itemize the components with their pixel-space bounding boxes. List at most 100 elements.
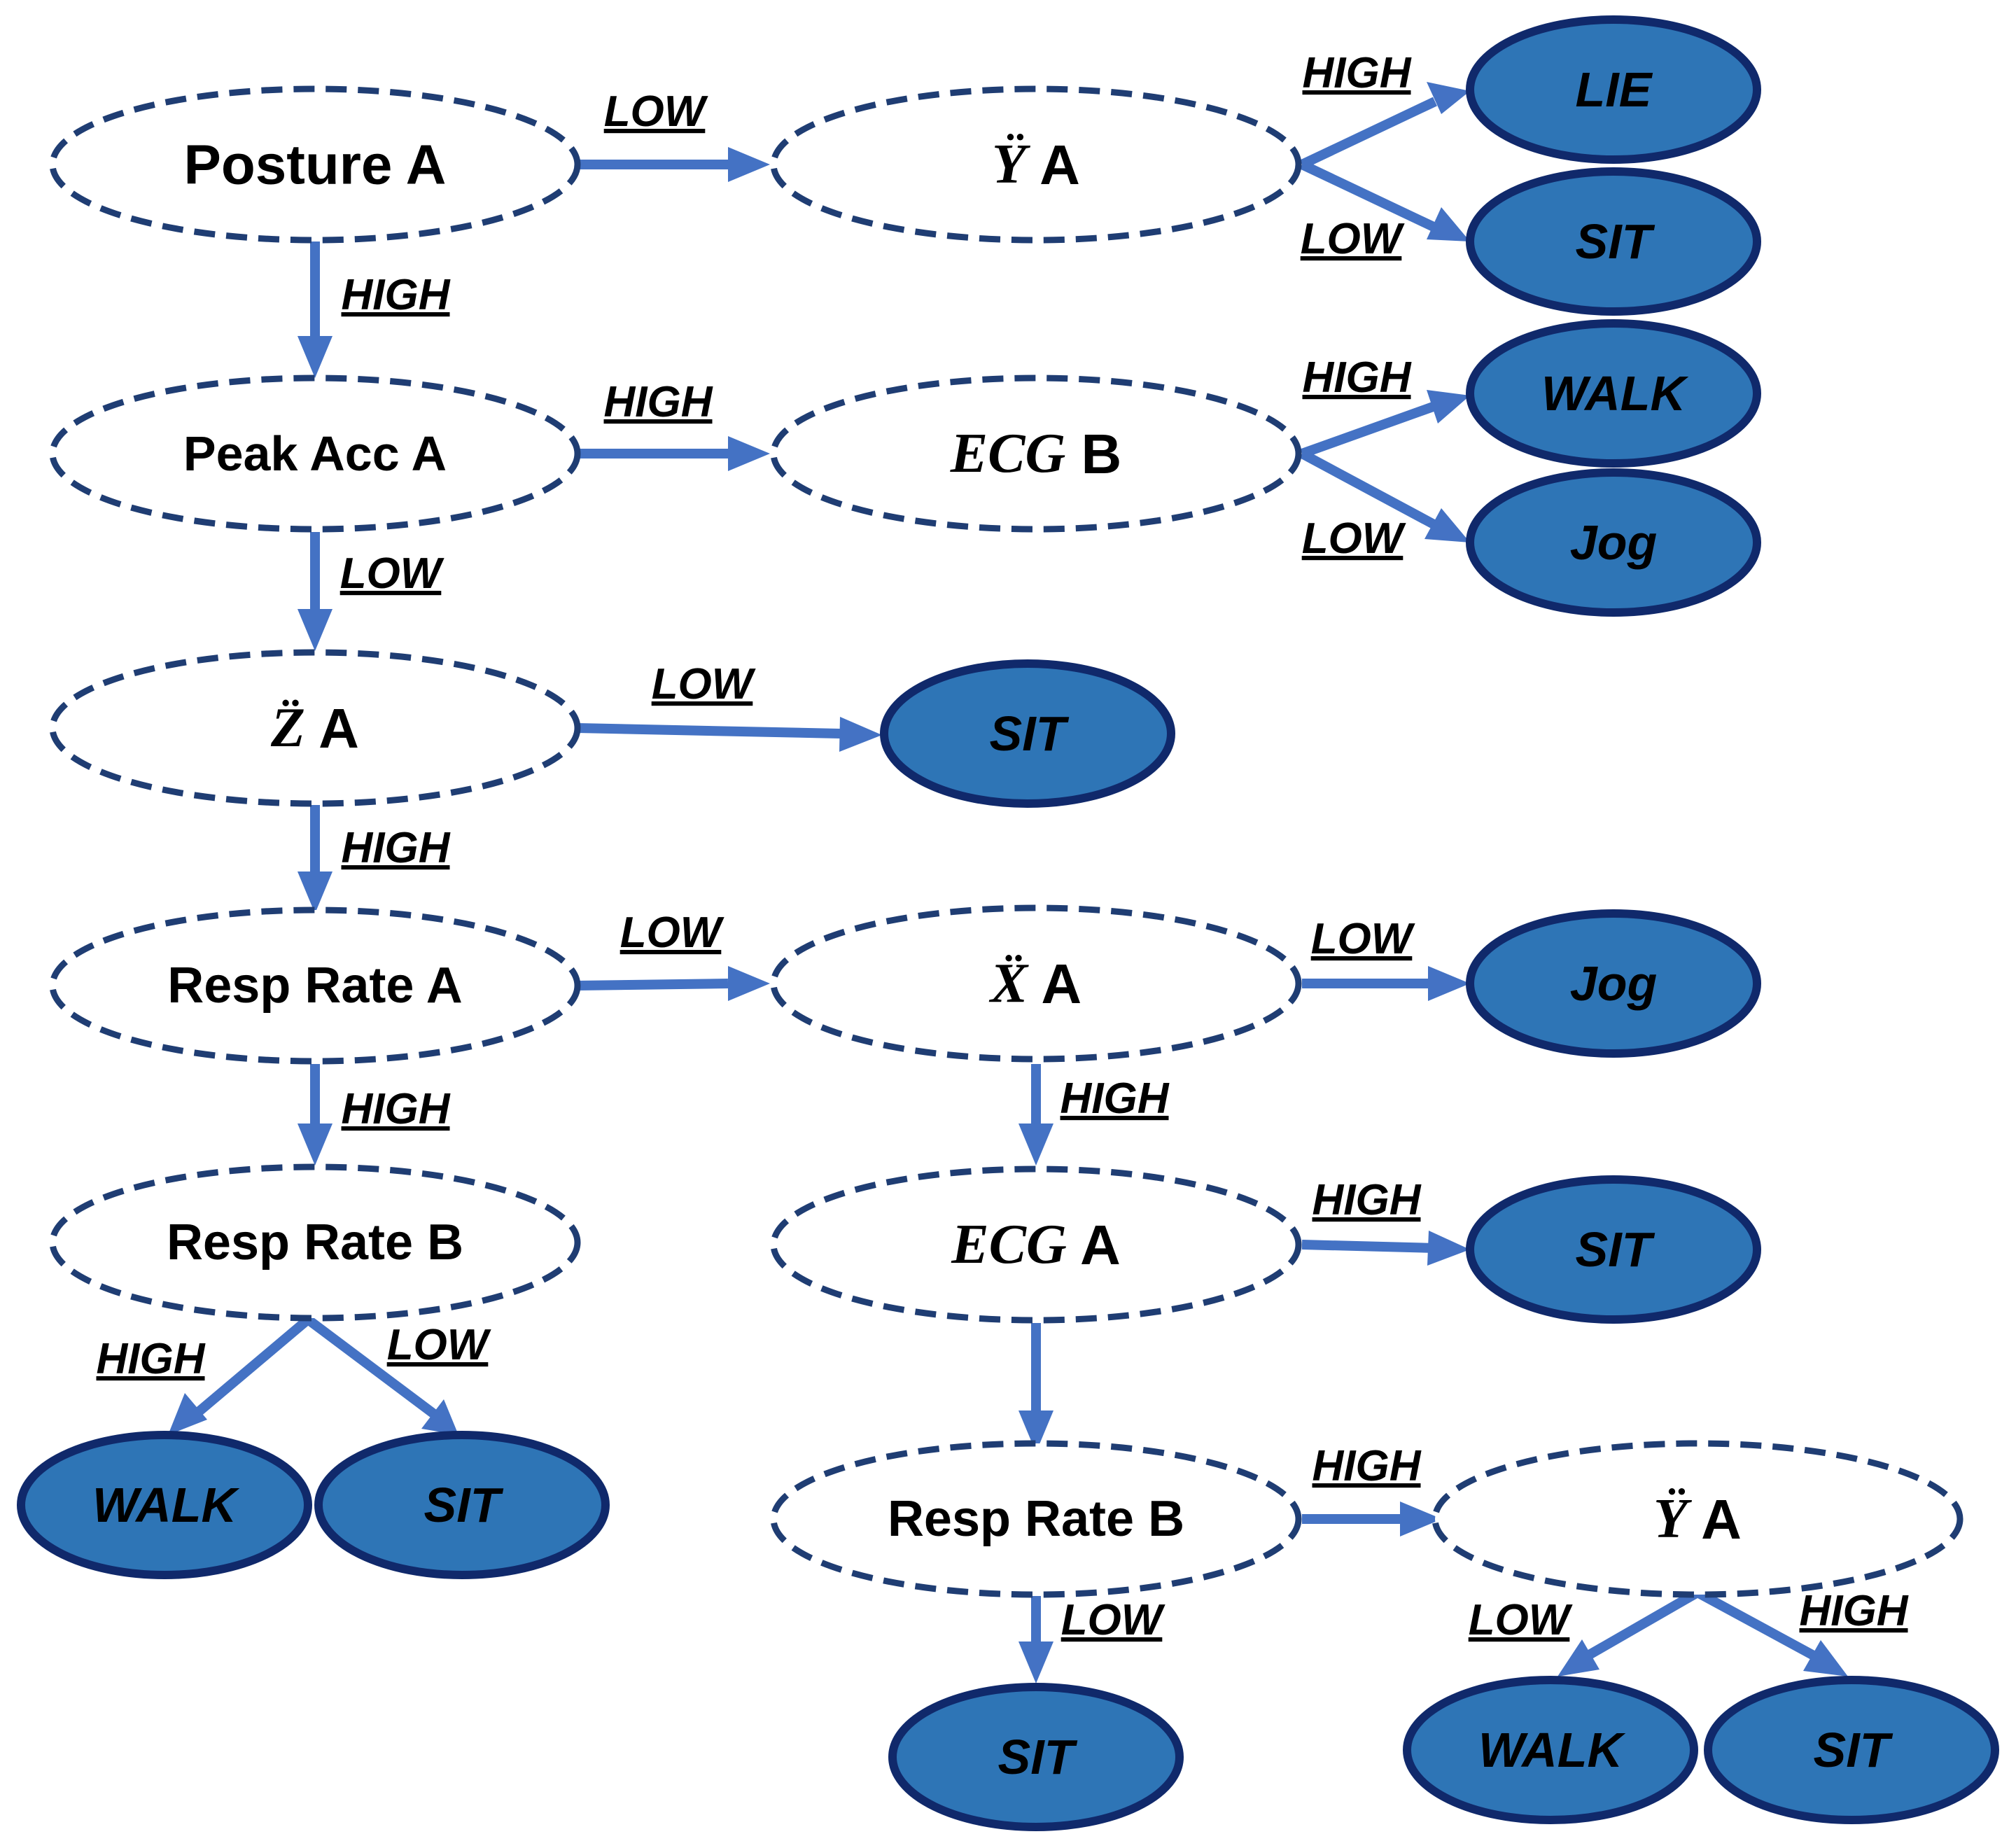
edge-label: HIGH bbox=[342, 824, 451, 872]
arrow-ecgb-to-walk bbox=[1300, 401, 1437, 458]
edge-label: HIGH bbox=[1060, 1074, 1170, 1123]
leaf-sit: SIT bbox=[1704, 1676, 1999, 1824]
leaf-jog: Jog bbox=[1466, 909, 1761, 1058]
edge-label: HIGH bbox=[97, 1335, 206, 1383]
arrow-resp-a-to-xdd bbox=[577, 979, 729, 990]
node-ydd-a-top: Ÿ A bbox=[770, 85, 1302, 244]
arrowhead bbox=[1427, 207, 1470, 241]
arrow-ecga-to-sit bbox=[1301, 1240, 1436, 1253]
leaf-label: Jog bbox=[1570, 515, 1657, 570]
arrowhead bbox=[168, 1393, 207, 1435]
leaf-walk: WALK bbox=[1403, 1676, 1698, 1824]
leaf-sit: SIT bbox=[1466, 1175, 1761, 1324]
edge-label: LOW bbox=[1301, 215, 1405, 263]
leaf-label: Jog bbox=[1570, 956, 1657, 1011]
edge-label: HIGH bbox=[1800, 1587, 1909, 1635]
node-label: Resp Rate A bbox=[167, 958, 462, 1014]
leaf-label: SIT bbox=[990, 706, 1070, 761]
leaf-sit: SIT bbox=[1466, 167, 1761, 316]
arrow-ydd-bottom-to-sit bbox=[1695, 1588, 1823, 1664]
node-label: Ÿ A bbox=[992, 134, 1080, 196]
arrowhead bbox=[1427, 1231, 1470, 1266]
arrowhead bbox=[1427, 390, 1470, 424]
edge-label: HIGH bbox=[1312, 1176, 1422, 1224]
edge-label: HIGH bbox=[342, 1085, 451, 1133]
leaf-jog: Jog bbox=[1466, 468, 1761, 617]
edge-label: LOW bbox=[340, 550, 444, 598]
arrowhead bbox=[1400, 1502, 1442, 1536]
node-resp-rate-b-right: Resp Rate B bbox=[770, 1440, 1302, 1598]
node-label: Ẍ A bbox=[988, 953, 1082, 1015]
arrowhead bbox=[1558, 1639, 1600, 1676]
leaf-lie: LIE bbox=[1466, 15, 1761, 164]
edge-label: HIGH bbox=[604, 378, 713, 426]
arrowhead bbox=[728, 966, 770, 1001]
node-zdd-a: Z̈ A bbox=[49, 649, 581, 807]
edge-label: LOW bbox=[620, 909, 724, 957]
edge-label: LOW bbox=[1061, 1596, 1166, 1644]
arrowhead bbox=[1803, 1640, 1848, 1676]
leaf-nodes: LIE SIT WALK Jog SIT Jog SIT WALK bbox=[17, 15, 1999, 1831]
leaf-sit: SIT bbox=[880, 659, 1175, 808]
node-xdd-a: Ẍ A bbox=[770, 904, 1302, 1063]
arrow-resp-b-to-sit bbox=[304, 1315, 438, 1418]
node-label: Ÿ A bbox=[1653, 1488, 1742, 1550]
node-posture-a: Posture A bbox=[49, 85, 581, 244]
arrow-resp-b-to-walk bbox=[192, 1315, 312, 1418]
arrowhead bbox=[1427, 82, 1470, 114]
arrowhead bbox=[421, 1399, 458, 1435]
edge-label: HIGH bbox=[1303, 354, 1412, 402]
leaf-label: WALK bbox=[92, 1478, 240, 1532]
leaf-label: WALK bbox=[1478, 1723, 1626, 1777]
edge-label: LOW bbox=[604, 88, 708, 136]
edge-label: HIGH bbox=[1303, 49, 1412, 97]
node-ecg-b: ECG B bbox=[770, 374, 1302, 533]
leaf-walk: WALK bbox=[1466, 319, 1761, 468]
arrow-zdd-to-sit bbox=[577, 723, 841, 738]
node-ecg-a: ECG A bbox=[770, 1166, 1302, 1324]
node-resp-rate-b-left: Resp Rate B bbox=[49, 1163, 581, 1322]
leaf-sit: SIT bbox=[888, 1683, 1184, 1831]
arrowhead bbox=[1428, 966, 1470, 1001]
edge-label: HIGH bbox=[1312, 1442, 1422, 1490]
node-label: Posture A bbox=[184, 134, 447, 196]
arrowhead bbox=[298, 609, 332, 651]
arrowhead bbox=[1424, 508, 1470, 542]
leaf-sit: SIT bbox=[314, 1431, 610, 1579]
node-peak-acc-a: Peak Acc A bbox=[49, 374, 581, 533]
edge-label: HIGH bbox=[342, 271, 451, 319]
arrowhead bbox=[298, 872, 332, 913]
leaf-label: SIT bbox=[1814, 1723, 1893, 1777]
leaf-walk: WALK bbox=[17, 1431, 312, 1579]
arrowheads bbox=[168, 82, 1848, 1684]
edge-label: LOW bbox=[1311, 915, 1415, 963]
node-resp-rate-a: Resp Rate A bbox=[49, 906, 581, 1065]
arrowhead bbox=[1018, 1642, 1054, 1684]
leaf-label: SIT bbox=[998, 1730, 1078, 1784]
leaf-label: SIT bbox=[1576, 214, 1656, 269]
arrowhead bbox=[1018, 1124, 1054, 1166]
arrowhead bbox=[298, 336, 332, 378]
edge-label: LOW bbox=[652, 660, 756, 708]
node-label: Resp Rate B bbox=[167, 1214, 463, 1270]
leaf-label: WALK bbox=[1541, 366, 1689, 421]
arrow-ecgb-to-jog bbox=[1299, 449, 1438, 530]
node-label: Resp Rate B bbox=[888, 1491, 1184, 1547]
arrow-ydd-to-lie bbox=[1300, 97, 1437, 169]
node-label: Z̈ A bbox=[270, 697, 359, 760]
edge-label: LOW bbox=[1302, 514, 1406, 563]
arrowhead bbox=[1018, 1410, 1054, 1452]
node-ydd-a-bottom: Ÿ A bbox=[1432, 1440, 1963, 1598]
node-label: ECG A bbox=[951, 1214, 1121, 1276]
leaf-label: SIT bbox=[424, 1478, 504, 1532]
arrow-ydd-to-sit bbox=[1300, 160, 1437, 232]
edge-label: LOW bbox=[387, 1321, 491, 1369]
decision-nodes: Posture A Ÿ A Peak Acc A ECG B Z̈ A Resp… bbox=[49, 85, 1963, 1598]
leaf-label: SIT bbox=[1576, 1222, 1656, 1277]
node-label: ECG B bbox=[950, 423, 1122, 485]
arrowhead bbox=[298, 1124, 332, 1166]
edge-labels: LOW HIGH HIGH LOW HIGH LOW HIGH LOW LOW … bbox=[97, 49, 1909, 1644]
edge-label: LOW bbox=[1469, 1596, 1573, 1644]
arrowhead bbox=[728, 147, 770, 182]
